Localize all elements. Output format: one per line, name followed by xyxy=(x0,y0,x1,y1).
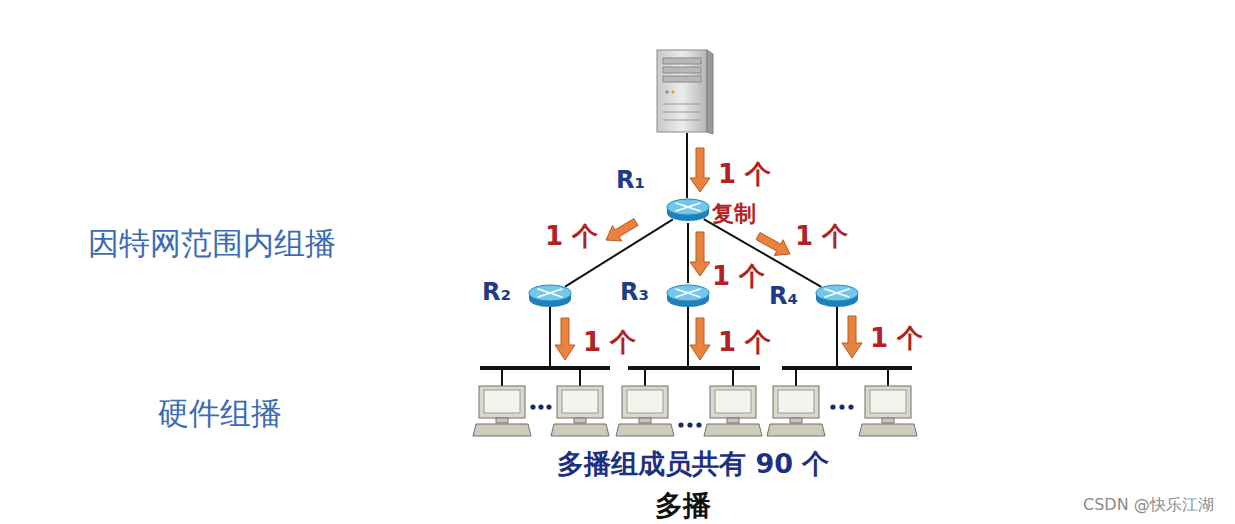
replica-count: 1 个 xyxy=(583,328,636,358)
region-label: 因特网范围内组播 xyxy=(88,226,336,262)
router-label: R₄ xyxy=(769,283,798,311)
replica-count: 1 个 xyxy=(795,222,848,252)
packet-arrow xyxy=(555,148,862,360)
ellipsis-dots xyxy=(530,404,853,427)
watermark: CSDN @快乐江湖 xyxy=(1083,496,1214,514)
replica-count: 1 个 xyxy=(545,222,598,252)
router: R₁ xyxy=(666,197,710,223)
router: R₄ xyxy=(815,283,859,309)
region-label: 硬件组播 xyxy=(158,396,282,432)
router: R₂ xyxy=(528,283,572,309)
copy-note: 复制 xyxy=(712,201,756,226)
replica-count: 1 个 xyxy=(870,324,923,354)
router-icon xyxy=(528,283,572,309)
router-icon xyxy=(815,283,859,309)
group-size-note: 多播组成员共有 90 个 xyxy=(557,448,829,479)
router-label: R₁ xyxy=(616,167,645,195)
link-line xyxy=(687,223,689,283)
router-label: R₂ xyxy=(482,279,511,307)
server-icon xyxy=(657,50,713,134)
router-icon xyxy=(666,197,710,223)
computer-icons xyxy=(473,386,917,436)
router: R₃ xyxy=(666,283,710,309)
lan-bus xyxy=(480,366,912,370)
replica-count: 1 个 xyxy=(718,328,771,358)
replica-count: 1 个 xyxy=(712,262,765,292)
caption: 多播 xyxy=(655,490,711,522)
router-icon xyxy=(666,283,710,309)
lan-drop xyxy=(502,368,888,386)
replica-count: 1 个 xyxy=(718,160,771,190)
router-label: R₃ xyxy=(620,279,649,307)
